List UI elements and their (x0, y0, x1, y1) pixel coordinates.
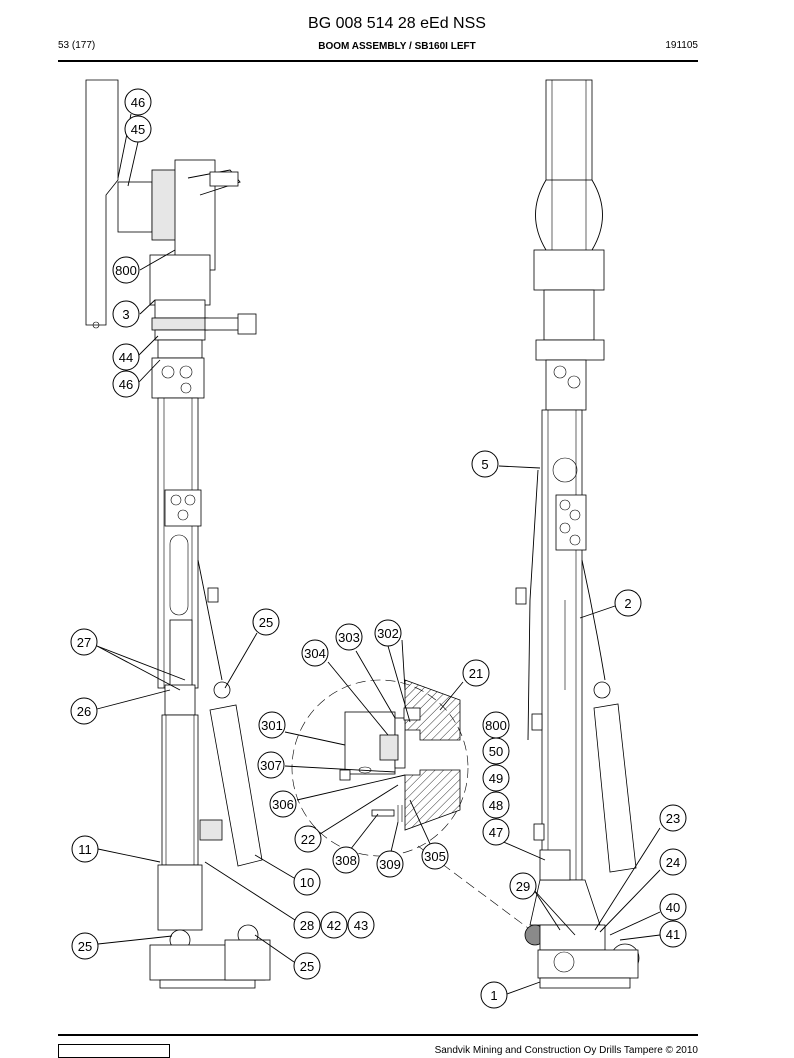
callout-307: 307 (257, 751, 285, 779)
callout-29: 29 (509, 872, 537, 900)
callout-308: 308 (332, 846, 360, 874)
callout-800-right: 800 (482, 711, 510, 739)
svg-text:26: 26 (77, 704, 91, 719)
svg-text:10: 10 (300, 875, 314, 890)
callout-42: 42 (320, 911, 348, 939)
svg-text:1: 1 (490, 988, 497, 1003)
callout-24: 24 (659, 848, 687, 876)
svg-text:5: 5 (481, 457, 488, 472)
callout-306: 306 (269, 790, 297, 818)
callout-11: 11 (71, 835, 99, 863)
callout-2: 2 (614, 589, 642, 617)
svg-text:50: 50 (489, 744, 503, 759)
svg-text:40: 40 (666, 900, 680, 915)
svg-text:2: 2 (624, 596, 631, 611)
callout-23: 23 (659, 804, 687, 832)
svg-text:23: 23 (666, 811, 680, 826)
header-rule (58, 60, 698, 62)
svg-text:3: 3 (122, 307, 129, 322)
detail-view (291, 679, 529, 929)
document-title: BG 008 514 28 eEd NSS (308, 15, 486, 32)
callout-48: 48 (482, 791, 510, 819)
callout-25-top: 25 (252, 608, 280, 636)
callout-5: 5 (471, 450, 499, 478)
svg-text:42: 42 (327, 918, 341, 933)
callout-45: 45 (124, 115, 152, 143)
callout-25-left: 25 (71, 932, 99, 960)
svg-text:45: 45 (131, 122, 145, 137)
svg-text:25: 25 (300, 959, 314, 974)
svg-text:22: 22 (301, 832, 315, 847)
svg-text:800: 800 (115, 263, 137, 278)
svg-text:304: 304 (304, 646, 326, 661)
callout-50: 50 (482, 737, 510, 765)
footer-rule (58, 1034, 698, 1036)
callout-28: 28 (293, 911, 321, 939)
callout-10: 10 (293, 868, 321, 896)
svg-text:47: 47 (489, 825, 503, 840)
svg-text:303: 303 (338, 630, 360, 645)
svg-text:307: 307 (260, 758, 282, 773)
svg-text:28: 28 (300, 918, 314, 933)
document-code: 191105 (665, 40, 698, 51)
svg-text:25: 25 (259, 615, 273, 630)
callout-47: 47 (482, 818, 510, 846)
svg-text:24: 24 (666, 855, 680, 870)
callout-41: 41 (659, 920, 687, 948)
callout-304: 304 (301, 639, 329, 667)
svg-text:48: 48 (489, 798, 503, 813)
callout-800: 800 (112, 256, 140, 284)
section-title: BOOM ASSEMBLY / SB160I LEFT (318, 41, 476, 52)
svg-text:29: 29 (516, 879, 530, 894)
page-number: 53 (177) (58, 40, 96, 51)
callout-46: 46 (124, 88, 152, 116)
right-boom-view (515, 79, 640, 989)
svg-text:11: 11 (78, 842, 92, 857)
svg-text:46: 46 (119, 377, 133, 392)
svg-text:49: 49 (489, 771, 503, 786)
callout-303: 303 (335, 623, 363, 651)
callout-27: 27 (70, 628, 98, 656)
svg-text:309: 309 (379, 857, 401, 872)
leader-lines (96, 113, 661, 995)
callout-49: 49 (482, 764, 510, 792)
svg-text:302: 302 (377, 626, 399, 641)
callout-309: 309 (376, 850, 404, 878)
svg-text:21: 21 (469, 666, 483, 681)
callout-40: 40 (659, 893, 687, 921)
callout-302: 302 (374, 619, 402, 647)
callout-22: 22 (294, 825, 322, 853)
callout-1: 1 (480, 981, 508, 1009)
callout-305: 305 (421, 842, 449, 870)
svg-text:27: 27 (77, 635, 91, 650)
svg-text:305: 305 (424, 849, 446, 864)
svg-text:43: 43 (354, 918, 368, 933)
callout-44: 44 (112, 343, 140, 371)
callout-25-bottom: 25 (293, 952, 321, 980)
svg-text:46: 46 (131, 95, 145, 110)
sandvik-logo (58, 1044, 170, 1058)
callout-43: 43 (347, 911, 375, 939)
svg-text:44: 44 (119, 350, 133, 365)
svg-text:308: 308 (335, 853, 357, 868)
callout-301: 301 (258, 711, 286, 739)
svg-text:306: 306 (272, 797, 294, 812)
svg-text:800: 800 (485, 718, 507, 733)
svg-text:41: 41 (666, 927, 680, 942)
callout-21: 21 (462, 659, 490, 687)
footer-copyright: Sandvik Mining and Construction Oy Drill… (434, 1045, 698, 1056)
svg-text:25: 25 (78, 939, 92, 954)
callout-3: 3 (112, 300, 140, 328)
svg-text:301: 301 (261, 718, 283, 733)
callout-26: 26 (70, 697, 98, 725)
callout-46-lower: 46 (112, 370, 140, 398)
left-boom-view (85, 79, 271, 989)
